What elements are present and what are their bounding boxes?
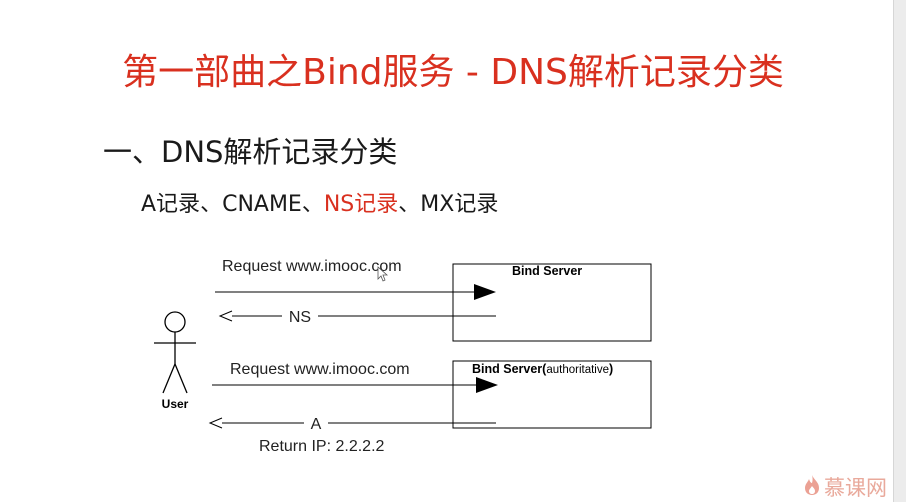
record-types-line: A记录、CNAME、NS记录、MX记录: [141, 188, 498, 222]
ns-response-label: NS: [289, 309, 311, 326]
record-cname: CNAME: [222, 192, 302, 217]
mouse-cursor-icon: [377, 266, 389, 282]
record-a: A记录: [141, 192, 201, 217]
return-ip-label: Return IP: 2.2.2.2: [259, 438, 385, 455]
record-separator: 、: [200, 192, 223, 217]
watermark-text: 慕课网: [824, 476, 887, 500]
ns-response-arrowhead: [218, 310, 233, 322]
bottom-request-label: Request www.imooc.com: [230, 361, 410, 378]
authoritative-server-label: Bind Server(authoritative): [472, 362, 613, 376]
window-edge: [893, 0, 906, 502]
authoritative-server-box: [452, 360, 652, 429]
user-left-leg: [162, 363, 176, 394]
record-separator: 、: [398, 192, 421, 217]
user-head: [164, 311, 186, 333]
flame-icon: [804, 474, 820, 502]
server-label-qualifier: authoritative: [546, 364, 609, 376]
slide-title: 第一部曲之Bind服务 - DNS解析记录分类: [122, 52, 784, 93]
bottom-request-arrowhead: [476, 377, 498, 393]
imooc-watermark: 慕课网: [804, 474, 887, 502]
top-request-label: Request www.imooc.com: [222, 258, 402, 275]
record-separator: 、: [301, 192, 324, 217]
record-mx: MX记录: [420, 192, 499, 217]
server-label-close: ): [609, 362, 613, 376]
user-stick-figure: [154, 311, 196, 394]
a-response-label: A: [311, 416, 322, 433]
bind-server-box: [452, 263, 652, 342]
user-label: User: [162, 397, 189, 411]
top-request-arrowhead: [474, 284, 496, 300]
a-response-arrowhead: [208, 417, 223, 429]
bind-server-label: Bind Server: [512, 264, 582, 278]
record-ns: NS记录: [323, 192, 399, 217]
server-label-bold: Bind Server(: [472, 362, 547, 376]
section-heading: 一、DNS解析记录分类: [103, 135, 398, 169]
user-right-leg: [174, 363, 188, 394]
